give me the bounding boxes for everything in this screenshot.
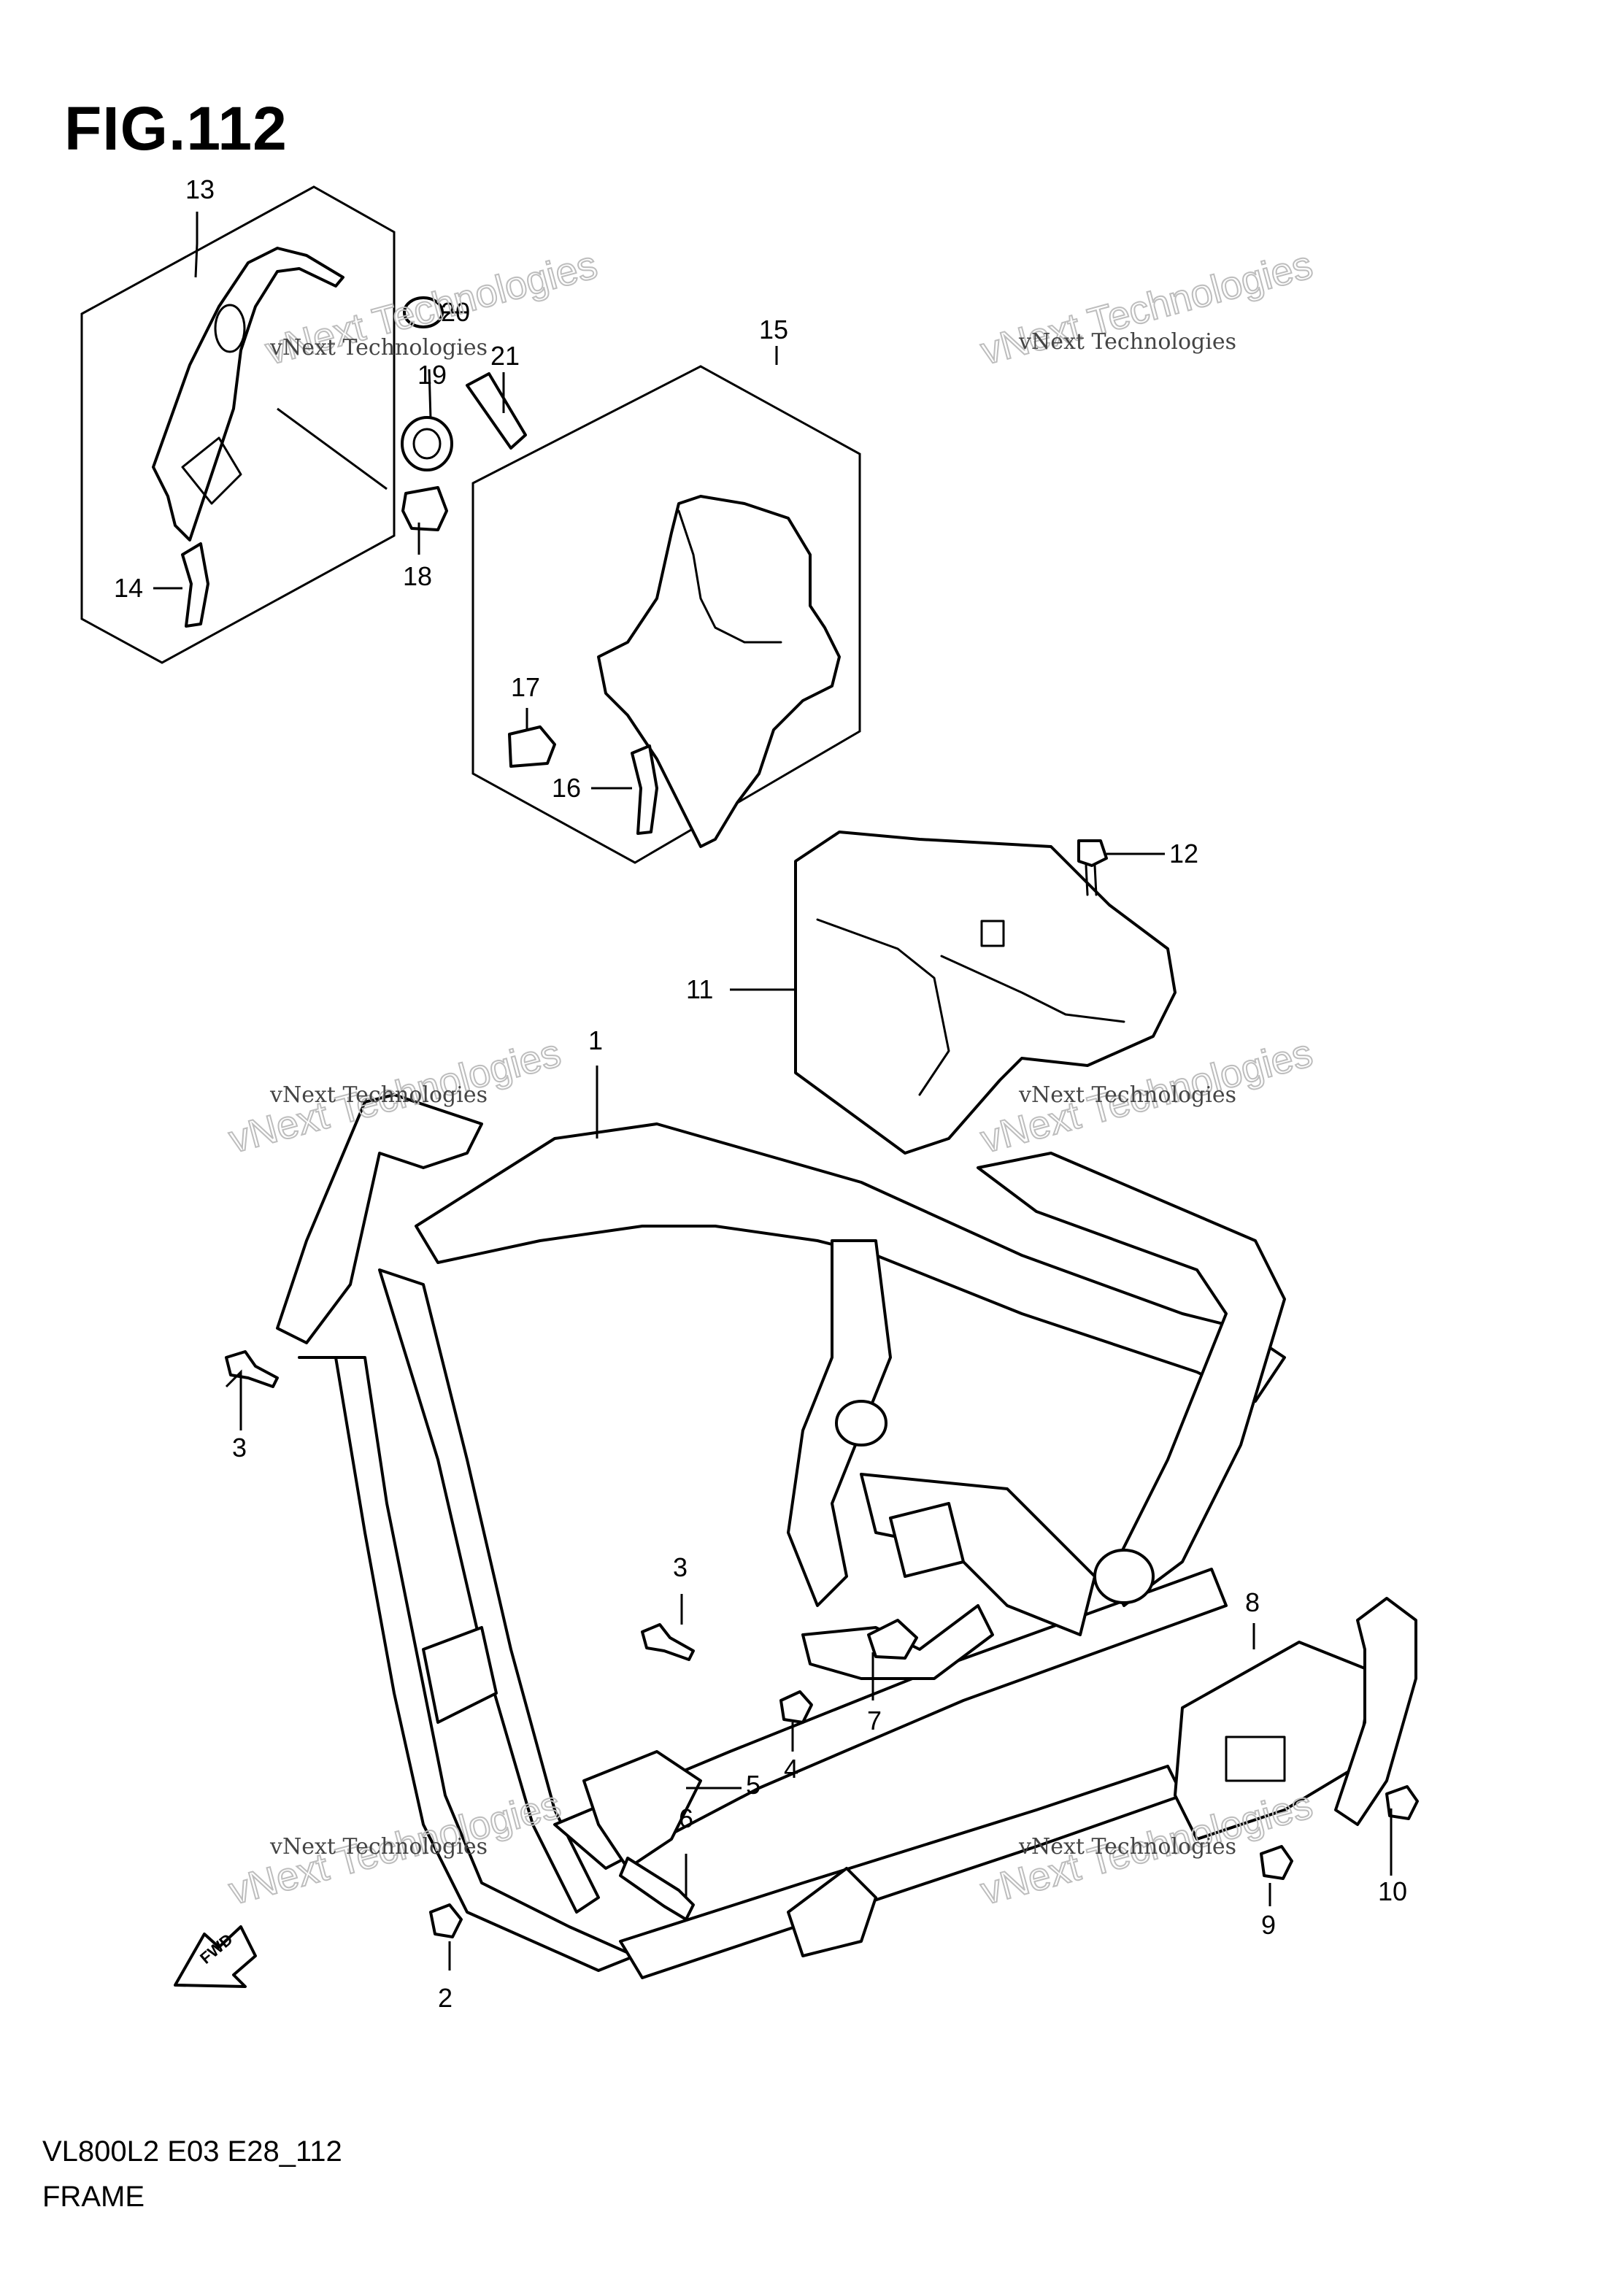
watermark-small-4: vNext Technologies	[1018, 1082, 1236, 1108]
callout-11: 11	[686, 974, 713, 1004]
part-6-bolt	[619, 1857, 695, 1921]
callout-9: 9	[1261, 1910, 1276, 1940]
part-13-slot	[181, 436, 242, 505]
watermark-small-3: vNext Technologies	[269, 1082, 488, 1108]
callout-14: 14	[114, 573, 143, 603]
part-1-frame-head	[276, 1093, 483, 1344]
callout-8: 8	[1245, 1587, 1260, 1617]
leader-lines	[153, 212, 1393, 1971]
callout-labels: 1 2 3 3 4 5 6 7 8 9 10 11 12 13 14 15 16…	[114, 174, 1407, 2013]
part-1-frame-front-tube	[378, 1268, 600, 1914]
part-13-side-cover	[152, 247, 344, 542]
part-5-bracket	[582, 1750, 702, 1870]
callout-15: 15	[759, 315, 788, 344]
figure-title: FIG.112	[64, 94, 288, 163]
section-name: FRAME	[42, 2181, 145, 2213]
part-1-frame-tab	[787, 1867, 877, 1957]
part-11-slot	[980, 920, 1005, 947]
part-8-module-detail	[1225, 1736, 1286, 1782]
part-12-bolt	[1077, 839, 1108, 867]
part-10-bolt	[1385, 1785, 1419, 1820]
callout-16: 16	[552, 773, 581, 803]
part-1-frame-gusset	[422, 1626, 498, 1724]
part-13-hole	[214, 304, 246, 353]
callout-20: 20	[441, 297, 470, 327]
part-1-frame-gusset-2	[889, 1502, 965, 1578]
part-19-grommet	[401, 416, 453, 471]
watermark-small-1: vNext Technologies	[269, 335, 488, 361]
watermark-small-5: vNext Technologies	[269, 1834, 488, 1860]
callout-18: 18	[403, 561, 432, 591]
part-8-bracket	[1334, 1597, 1417, 1826]
part-1-frame-boss-2	[835, 1400, 887, 1446]
callout-10: 10	[1378, 1876, 1407, 1906]
part-11-flange	[940, 955, 1125, 1023]
callout-3b: 3	[673, 1552, 688, 1582]
group-box-15	[471, 365, 861, 864]
part-15-seat-edge	[677, 509, 782, 644]
callout-17: 17	[511, 672, 540, 702]
part-9-bolt	[1260, 1845, 1293, 1880]
part-19-grommet-inner	[412, 428, 442, 460]
callout-7: 7	[867, 1706, 882, 1736]
part-11-inner	[816, 918, 950, 1096]
part-17-block	[508, 725, 556, 768]
part-13-leader	[277, 407, 388, 490]
part-3-bolt-lower	[641, 1623, 695, 1661]
part-3-bolt-upper	[225, 1350, 279, 1388]
part-16-strip	[631, 744, 658, 835]
callout-5: 5	[746, 1770, 761, 1800]
callout-21: 21	[490, 341, 520, 371]
part-14-strip	[181, 542, 209, 628]
model-code: VL800L2 E03 E28_112	[42, 2135, 342, 2168]
callout-12: 12	[1169, 839, 1198, 868]
part-2-bolt	[429, 1903, 463, 1938]
callout-2: 2	[438, 1983, 453, 2013]
fwd-arrow: FWD	[174, 1925, 257, 1988]
part-1-frame-rear-stay	[977, 1152, 1286, 1607]
part-4-nut	[779, 1690, 813, 1724]
part-12-bolt-shank	[1085, 864, 1098, 896]
part-1-frame-boss	[1093, 1549, 1155, 1604]
part-18-cushion	[401, 486, 448, 531]
watermark-small-6: vNext Technologies	[1018, 1834, 1236, 1860]
watermark-small-2: vNext Technologies	[1018, 329, 1236, 355]
callout-1: 1	[588, 1025, 603, 1055]
part-21-strap	[466, 372, 527, 450]
callout-4: 4	[784, 1754, 798, 1784]
callout-3a: 3	[232, 1433, 247, 1463]
callout-19: 19	[417, 360, 447, 390]
part-11-battery-holder	[794, 831, 1177, 1155]
part-7-collar	[867, 1619, 918, 1660]
part-8-module	[1174, 1641, 1374, 1841]
callout-13: 13	[185, 174, 215, 204]
callout-6: 6	[679, 1803, 693, 1833]
group-box-13	[80, 185, 396, 664]
part-15-seat	[597, 495, 841, 848]
